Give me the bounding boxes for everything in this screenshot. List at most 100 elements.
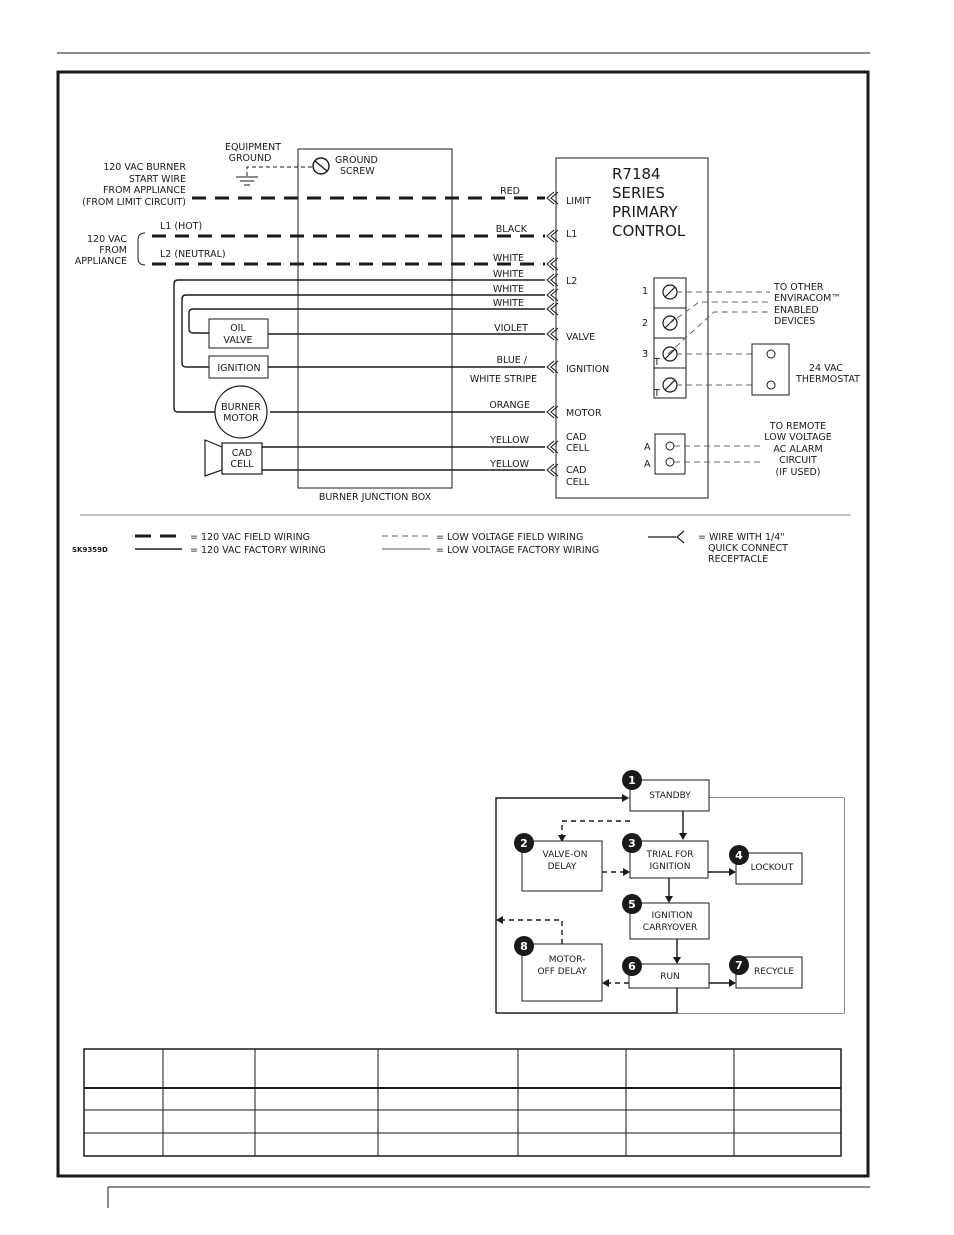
arrow-return-standby (495, 797, 622, 1013)
terminal-screw-icon-4 (662, 377, 678, 393)
enviracom-label-1: TO OTHER (773, 282, 824, 293)
arrow-motor-off-return (502, 919, 563, 944)
ground-screw-label-2: SCREW (340, 166, 375, 177)
label-white-4: WHITE (493, 298, 524, 309)
legend-quick-connect-1: = WIRE WITH 1/4" (698, 532, 785, 543)
thermostat-label-1: 24 VAC (809, 363, 843, 374)
quick-connect-icon-11 (546, 463, 559, 477)
state-carryover-label-1: IGNITION (652, 911, 693, 921)
burner-start-label-3: FROM APPLIANCE (103, 185, 186, 196)
quick-connect-icon-6 (546, 302, 559, 316)
burner-start-label-2: START WIRE (129, 174, 186, 185)
arrow-run-motor-off-head (602, 979, 609, 987)
supply-label-3: APPLIANCE (75, 256, 127, 267)
badge-5-icon (622, 894, 642, 914)
arrow-standby-valve-on-head (558, 835, 566, 842)
badge-6: 6 (628, 960, 636, 973)
enviracom-label-3: ENABLED (774, 305, 819, 316)
thermostat-terminal-2 (766, 380, 776, 390)
badge-8: 8 (520, 940, 528, 953)
badge-3: 3 (628, 837, 636, 850)
table-frame (83, 1048, 842, 1157)
terminal-screw-icon-1 (662, 284, 678, 300)
quick-connect-icon-4 (546, 273, 559, 287)
arrow-standby-trial-head (679, 833, 687, 840)
supply-label-2: FROM (99, 245, 127, 256)
arrow-carryover-run-head (673, 957, 681, 964)
arrow-trial-carryover-head (665, 896, 673, 903)
burner-start-label-4: (FROM LIMIT CIRCUIT) (82, 197, 186, 208)
state-lockout-label: LOCKOUT (751, 863, 794, 873)
state-valve-on-delay-label-2: DELAY (548, 862, 577, 872)
alarm-label-2: LOW VOLTAGE (764, 432, 831, 443)
alarm-terminal-a1 (665, 441, 675, 451)
enviracom-label-4: DEVICES (774, 316, 815, 327)
l1-hot-label: L1 (HOT) (160, 221, 202, 232)
quick-connect-icon-10 (546, 440, 559, 454)
terminal-number-t2: T (653, 388, 660, 399)
badge-2-icon (514, 833, 534, 853)
quick-connect-icon-8 (546, 360, 559, 374)
control-title-4: CONTROL (612, 222, 686, 240)
lv-wire-3 (667, 311, 770, 355)
cad-cell-icon (204, 439, 263, 477)
badge-3-icon (622, 833, 642, 853)
label-violet: VIOLET (494, 323, 528, 334)
state-trial-for-ignition-box (629, 840, 709, 879)
label-blue: BLUE / (496, 355, 527, 366)
badge-4: 4 (735, 849, 743, 862)
terminal-number-t1: T (653, 357, 660, 368)
legend-quick-connect-3: RECEPTACLE (708, 554, 768, 565)
alarm-label-3: AC ALARM (773, 444, 822, 455)
wire-white-valve (188, 308, 545, 334)
terminal-number-1: 1 (642, 286, 648, 297)
alarm-label-5: (IF USED) (776, 467, 821, 478)
label-white-stripe: WHITE STRIPE (470, 374, 537, 385)
control-title-1: R7184 (612, 165, 661, 183)
alarm-terminal-a2 (665, 457, 675, 467)
state-run-label: RUN (660, 972, 680, 982)
oil-valve-label-1: OIL (230, 323, 246, 334)
state-trial-label-2: IGNITION (650, 862, 691, 872)
junction-box-label: BURNER JUNCTION BOX (319, 492, 432, 503)
quick-connect-icon-1 (546, 191, 559, 205)
badge-7-icon (729, 955, 749, 975)
wire-white-ignition (181, 294, 545, 368)
state-valve-on-delay-box (521, 840, 603, 892)
oil-valve-box (208, 318, 269, 349)
state-run-box (628, 963, 710, 989)
state-motor-off-label-1: MOTOR- (549, 955, 586, 965)
ground-screw-label-1: GROUND (335, 155, 378, 166)
legend-quick-connect-symbol (648, 530, 685, 544)
oil-valve-label-2: VALVE (223, 335, 252, 346)
legend-factory-120: = 120 VAC FACTORY WIRING (190, 545, 326, 556)
lv-wire-2 (668, 301, 770, 325)
label-white-1: WHITE (493, 253, 524, 264)
legend: = 120 VAC FIELD WIRING = 120 VAC FACTORY… (72, 530, 788, 565)
label-white-2: WHITE (493, 269, 524, 280)
terminal-cad-2b: CELL (566, 477, 590, 488)
state-carryover-label-2: CARRYOVER (643, 923, 697, 933)
terminal-l2: L2 (566, 276, 577, 287)
drawing-code: SK9359D (72, 546, 108, 554)
sequence-flowchart: STANDBY VALVE-ON DELAY TRIAL FOR IGNITIO… (495, 770, 845, 1014)
figure-frame (56, 70, 870, 1178)
terminal-number-a1: A (644, 442, 651, 453)
cad-cell-label-1: CAD (232, 448, 252, 459)
badge-8-icon (514, 936, 534, 956)
thermostat-label-2: THERMOSTAT (795, 374, 860, 385)
label-yellow-2: YELLOW (489, 459, 530, 470)
terminal-ignition: IGNITION (566, 364, 609, 375)
terminal-cad-1a: CAD (566, 432, 586, 443)
cad-cell-label-2: CELL (230, 459, 254, 470)
wiring-diagram: BURNER JUNCTION BOX R7184 SERIES PRIMARY… (72, 142, 860, 565)
ignition-box (208, 355, 269, 379)
terminal-screw-icon-3 (662, 346, 678, 362)
arrow-motor-off-return-head (496, 916, 503, 924)
ground-screw-icon (312, 157, 330, 175)
terminal-number-2: 2 (642, 318, 648, 329)
badge-2: 2 (520, 837, 528, 850)
quick-connect-icon-5 (546, 288, 559, 302)
state-valve-on-delay-label-1: VALVE-ON (543, 850, 588, 860)
